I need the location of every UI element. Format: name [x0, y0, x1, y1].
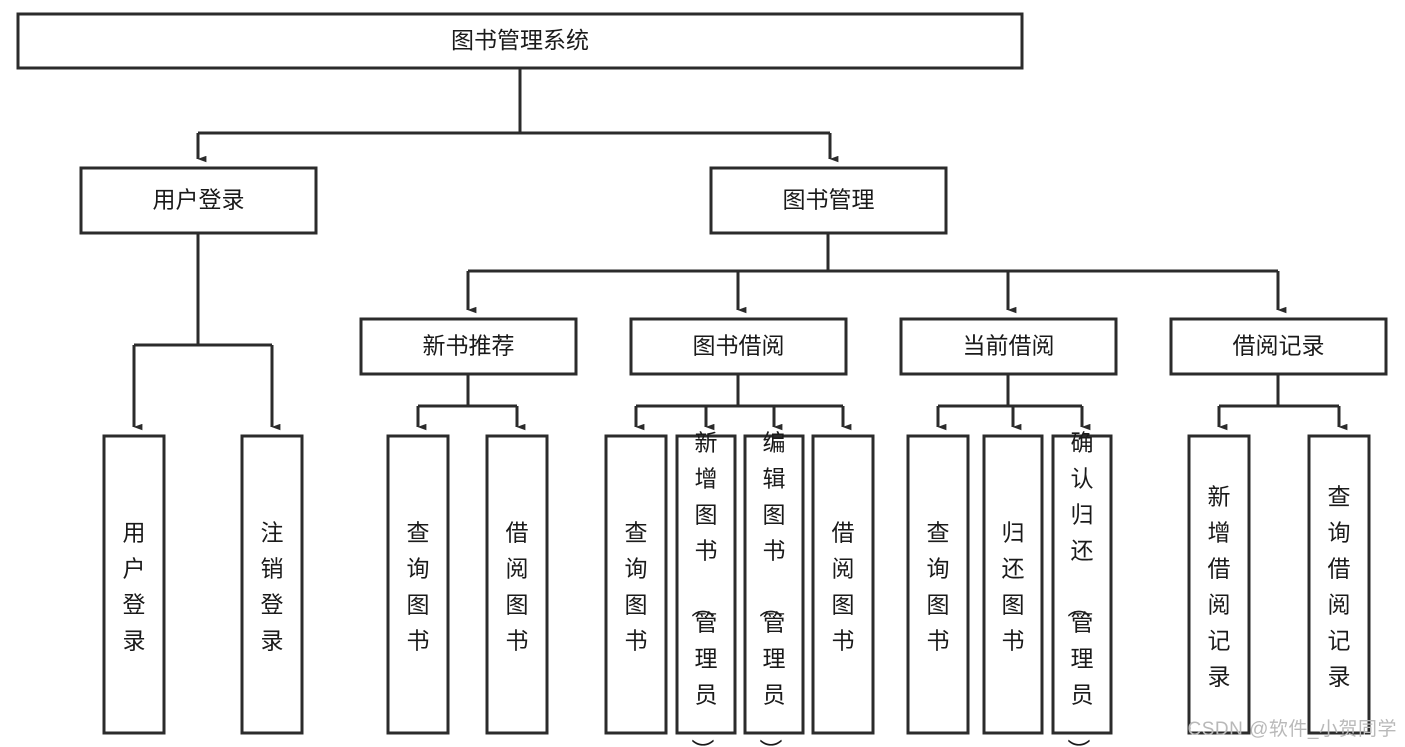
leaf-box-leaf-borrow-book-1[interactable] — [485, 434, 549, 735]
node-label-new-book-recommend: 新书推荐 — [423, 333, 515, 359]
leaf-node-leaf-query-record[interactable]: 查询借阅记录 — [1307, 434, 1371, 735]
leaf-box-leaf-add-book[interactable] — [675, 434, 737, 735]
leaf-node-leaf-user-login[interactable]: 用户登录 — [102, 434, 166, 735]
level2-node-user-login[interactable]: 用户登录 — [79, 166, 318, 235]
leaf-box-leaf-query-book-3[interactable] — [906, 434, 970, 735]
leaf-node-leaf-add-book[interactable]: 新增图书（管理员） — [675, 430, 737, 747]
leaf-node-leaf-return-book[interactable]: 归还图书 — [982, 434, 1044, 735]
level3-node-box-borrow-record[interactable] — [1169, 317, 1388, 376]
leaf-box-leaf-user-logout[interactable] — [240, 434, 304, 735]
node-label-user-login: 用户登录 — [153, 187, 245, 213]
leaf-node-leaf-user-logout[interactable]: 注销登录 — [240, 434, 304, 735]
leaf-box-leaf-borrow-book-2[interactable] — [811, 434, 875, 735]
node-label-book-borrow: 图书借阅 — [693, 333, 785, 359]
level3-node-current-borrow[interactable]: 当前借阅 — [899, 317, 1118, 376]
leaf-box-leaf-confirm-return[interactable] — [1051, 434, 1113, 735]
leaf-node-leaf-borrow-book-2[interactable]: 借阅图书 — [811, 434, 875, 735]
node-label-leaf-query-book-2: 查询图书 — [625, 520, 648, 654]
level2-node-box-book-manage[interactable] — [709, 166, 948, 235]
leaf-box-leaf-edit-book[interactable] — [743, 434, 805, 735]
node-label-leaf-query-book-1: 查询图书 — [407, 520, 430, 654]
leaf-box-leaf-add-record[interactable] — [1187, 434, 1251, 735]
node-label-leaf-borrow-book-1: 借阅图书 — [506, 520, 529, 654]
leaf-node-leaf-edit-book[interactable]: 编辑图书（管理员） — [743, 430, 805, 747]
node-label-root: 图书管理系统 — [451, 27, 589, 53]
level3-node-new-book-recommend[interactable]: 新书推荐 — [359, 317, 578, 376]
leaf-node-leaf-confirm-return[interactable]: 确认归还（管理员） — [1051, 430, 1113, 747]
node-label-leaf-user-login: 用户登录 — [123, 520, 146, 654]
node-label-leaf-add-record: 新增借阅记录 — [1208, 484, 1231, 690]
leaf-box-leaf-user-login[interactable] — [102, 434, 166, 735]
leaf-box-leaf-query-record[interactable] — [1307, 434, 1371, 735]
connector-group — [132, 68, 1348, 431]
level2-node-box-user-login[interactable] — [79, 166, 318, 235]
node-label-leaf-add-book: 新增图书（管理员） — [690, 430, 718, 747]
leaf-box-leaf-return-book[interactable] — [982, 434, 1044, 735]
level3-node-borrow-record[interactable]: 借阅记录 — [1169, 317, 1388, 376]
level3-node-box-book-borrow[interactable] — [629, 317, 848, 376]
leaf-node-leaf-borrow-book-1[interactable]: 借阅图书 — [485, 434, 549, 735]
level3-node-box-new-book-recommend[interactable] — [359, 317, 578, 376]
leaf-box-leaf-query-book-2[interactable] — [604, 434, 668, 735]
node-label-leaf-return-book: 归还图书 — [1002, 520, 1025, 654]
csdn-watermark: CSDN @软件_小贺同学 — [1187, 719, 1397, 740]
root-node-box-root[interactable] — [16, 12, 1024, 70]
level2-node-book-manage[interactable]: 图书管理 — [709, 166, 948, 235]
root-node-root[interactable]: 图书管理系统 — [16, 12, 1024, 70]
node-label-leaf-borrow-book-2: 借阅图书 — [832, 520, 855, 654]
level3-node-book-borrow[interactable]: 图书借阅 — [629, 317, 848, 376]
leaf-node-leaf-query-book-1[interactable]: 查询图书 — [386, 434, 450, 735]
leaf-box-leaf-query-book-1[interactable] — [386, 434, 450, 735]
node-label-leaf-user-logout: 注销登录 — [261, 520, 284, 654]
leaf-node-leaf-query-book-3[interactable]: 查询图书 — [906, 434, 970, 735]
node-group: 图书管理系统用户登录图书管理新书推荐图书借阅当前借阅借阅记录用户登录注销登录查询… — [16, 12, 1388, 747]
node-label-leaf-confirm-return: 确认归还（管理员） — [1066, 430, 1094, 747]
level3-node-box-current-borrow[interactable] — [899, 317, 1118, 376]
leaf-node-leaf-query-book-2[interactable]: 查询图书 — [604, 434, 668, 735]
node-label-leaf-query-record: 查询借阅记录 — [1328, 484, 1351, 690]
node-label-leaf-edit-book: 编辑图书（管理员） — [758, 430, 786, 747]
node-label-book-manage: 图书管理 — [783, 187, 875, 213]
node-label-borrow-record: 借阅记录 — [1233, 333, 1325, 359]
node-label-current-borrow: 当前借阅 — [963, 333, 1055, 359]
leaf-node-leaf-add-record[interactable]: 新增借阅记录 — [1187, 434, 1251, 735]
node-label-leaf-query-book-3: 查询图书 — [927, 520, 950, 654]
